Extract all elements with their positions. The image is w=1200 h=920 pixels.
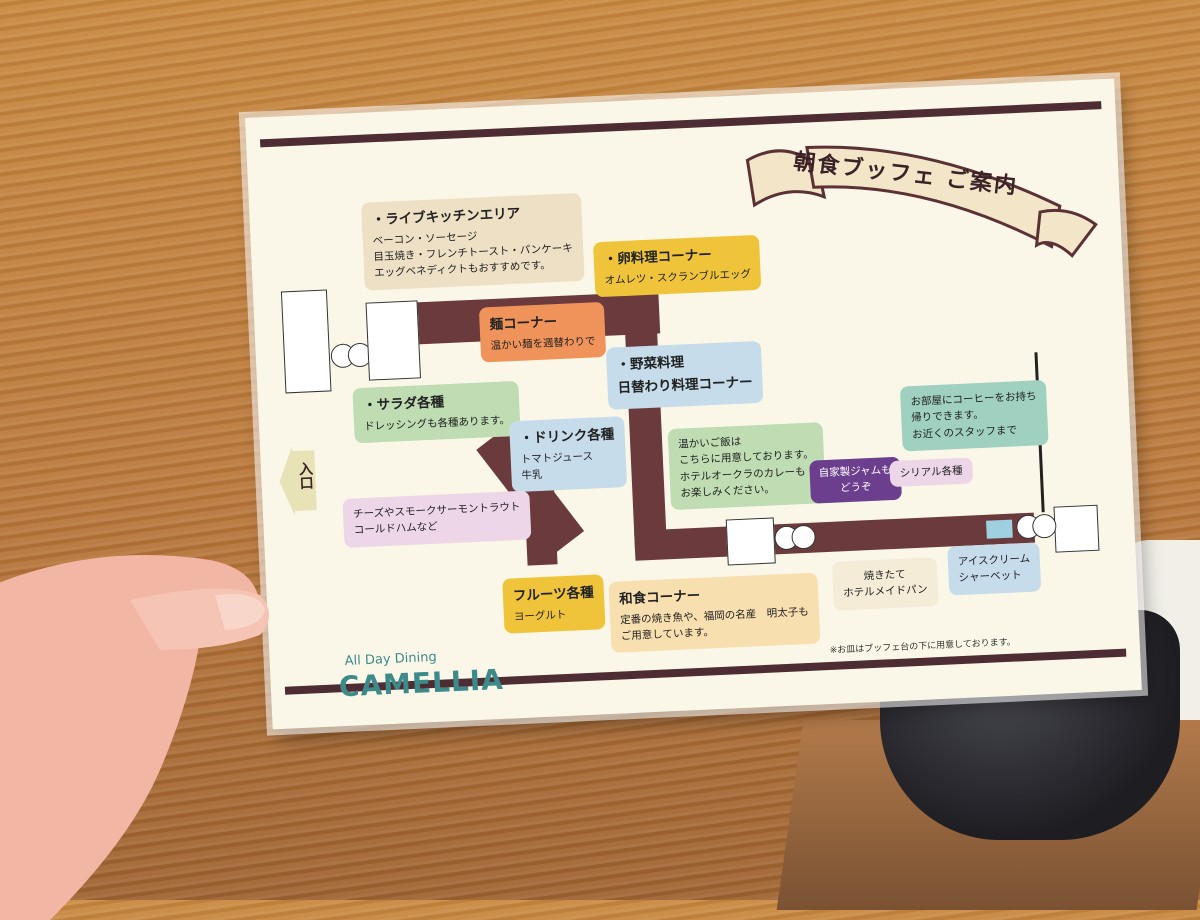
bubble-ice-cream: アイスクリーム シャーベット bbox=[947, 542, 1041, 595]
noodle-corner-heading: 麺コーナー bbox=[489, 310, 595, 336]
bubble-fruit: フルーツ各種 ヨーグルト bbox=[502, 574, 605, 634]
plate-footnote: ※お皿はブッフェ台の下に用意しております。 bbox=[829, 635, 1016, 656]
drink-line: 牛乳 bbox=[521, 464, 616, 485]
fruit-line: ヨーグルト bbox=[514, 606, 595, 626]
bubble-cheese: チーズやスモークサーモントラウト コールドハムなど bbox=[342, 490, 531, 547]
bread-line: ホテルメイドパン bbox=[843, 582, 928, 602]
drink-heading: ・ドリンク各種 bbox=[519, 425, 614, 450]
vegetable-corner-subheading: 日替わり料理コーナー bbox=[617, 372, 753, 399]
camellia-logo: CAMELLIA bbox=[338, 663, 504, 703]
bubble-japanese-corner: 和食コーナー 定番の焼き魚や、福岡の名産 明太子も ご用意しています。 bbox=[608, 573, 820, 654]
ice-cream-line: シャーベット bbox=[958, 567, 1031, 587]
bubble-rice-curry: 温かいご飯は こちらに用意しております。 ホテルオークラのカレーも お楽しみくだ… bbox=[668, 422, 826, 510]
station-light-blue bbox=[986, 520, 1013, 539]
hand-icon bbox=[0, 540, 340, 920]
bubble-salad: ・サラダ各種 ドレッシングも各種あります。 bbox=[352, 381, 520, 444]
bubble-egg-corner: ・卵料理コーナー オムレツ・スクランブルエッグ bbox=[593, 235, 762, 298]
ribbon-banner-icon bbox=[726, 114, 1102, 281]
bubble-coffee-takeaway: お部屋にコーヒーをお持ち 帰りできます。 お近くのスタッフまで bbox=[900, 380, 1049, 451]
station-box-bottom bbox=[726, 517, 776, 565]
corridor-center-vertical bbox=[623, 292, 667, 553]
bubble-live-kitchen: ・ライブキッチンエリア ベーコン・ソーセージ 目玉焼き・フレンチトースト・パンケ… bbox=[361, 193, 584, 291]
jam-line: どうぞ bbox=[819, 478, 893, 498]
station-box-left-inner bbox=[366, 300, 421, 380]
station-box-left-outer bbox=[281, 289, 332, 393]
station-round-right-2 bbox=[1032, 514, 1057, 539]
entrance-label: 入口 bbox=[295, 461, 316, 490]
bubble-fresh-bread: 焼きたて ホテルメイドパン bbox=[832, 557, 939, 610]
cereal-line: シリアル各種 bbox=[899, 463, 963, 482]
buffet-guide-card: 朝食ブッフェ ご案内 入口 ・ライブキッチンエリア ベーコン・ソーセージ 目玉焼… bbox=[245, 79, 1142, 730]
bubble-drink: ・ドリンク各種 トマトジュース 牛乳 bbox=[509, 416, 627, 493]
fruit-heading: フルーツ各種 bbox=[513, 583, 595, 608]
bubble-noodle-corner: 麺コーナー 温かい麺を週替わりで bbox=[479, 302, 606, 363]
bubble-cereal: シリアル各種 bbox=[889, 457, 973, 487]
bubble-homemade-jam: 自家製ジャムも どうぞ bbox=[809, 457, 902, 504]
noodle-corner-line: 温かい麺を週替わりで bbox=[490, 333, 596, 354]
station-box-right bbox=[1053, 505, 1099, 553]
bubble-vegetable-corner: ・野菜料理 日替わり料理コーナー bbox=[606, 341, 764, 410]
